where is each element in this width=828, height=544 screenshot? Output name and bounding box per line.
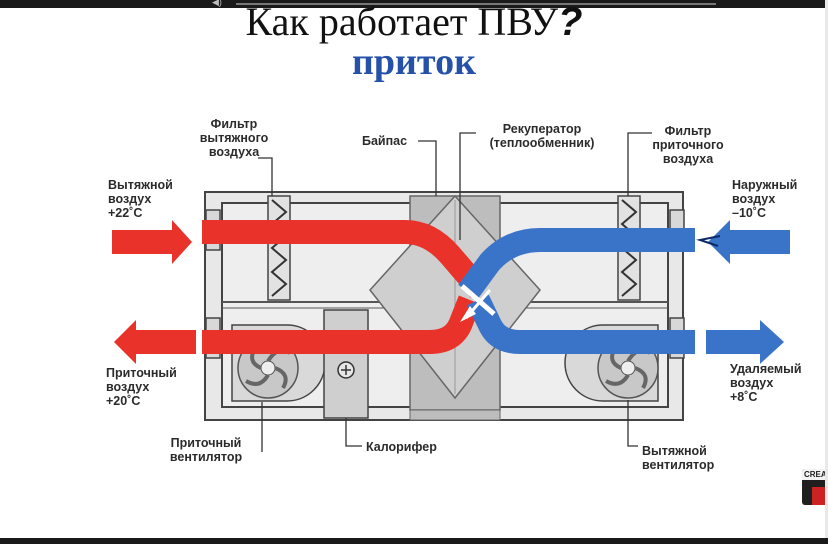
video-top-bar: ◀) <box>0 0 828 8</box>
exhaust-air-in-arrow <box>112 220 192 264</box>
video-bottom-bar <box>0 538 828 544</box>
page-subtitle: приток <box>352 41 476 83</box>
label-outdoor-air: Наружный воздух –10˚С <box>732 178 798 220</box>
label-supply-air-out: Приточный воздух +20˚С <box>106 366 177 408</box>
heater-block <box>323 309 369 419</box>
outdoor-air-in-arrow <box>708 220 790 264</box>
label-removed-air: Удаляемый воздух +8˚С <box>730 362 802 404</box>
right-edge <box>825 0 828 544</box>
label-supply-fan: Приточный вентилятор <box>169 436 243 464</box>
label-exhaust-air-in: Вытяжной воздух +22˚С <box>108 178 173 220</box>
page-title: Как работает ПВУ? <box>0 0 828 45</box>
supply-air-out-arrow <box>114 320 196 364</box>
label-recuperator: Рекуператор (теплообменник) <box>489 122 595 150</box>
label-bypass: Байпас <box>362 134 408 148</box>
exhaust-filter <box>267 195 291 301</box>
warm-air-path-upper <box>202 220 490 298</box>
progress-track[interactable] <box>236 3 716 5</box>
removed-air-out-arrow <box>706 320 784 364</box>
leader-lines <box>258 132 652 452</box>
cold-air-path-upper <box>458 228 695 300</box>
label-supply-filter: Фильтр приточного воздуха <box>652 124 724 166</box>
logo-text: CREA <box>802 469 828 480</box>
label-exhaust-fan: Вытяжной вентилятор <box>642 444 715 472</box>
title-question-mark: ? <box>558 0 583 44</box>
cold-air-path-lower <box>467 294 695 354</box>
label-heater: Калорифер <box>366 440 437 454</box>
title-text: Как работает ПВУ <box>245 0 559 44</box>
channel-logo: CREA <box>802 469 828 505</box>
speaker-icon[interactable]: ◀) <box>212 0 222 7</box>
label-exhaust-filter: Фильтр вытяжного воздуха <box>199 117 269 159</box>
